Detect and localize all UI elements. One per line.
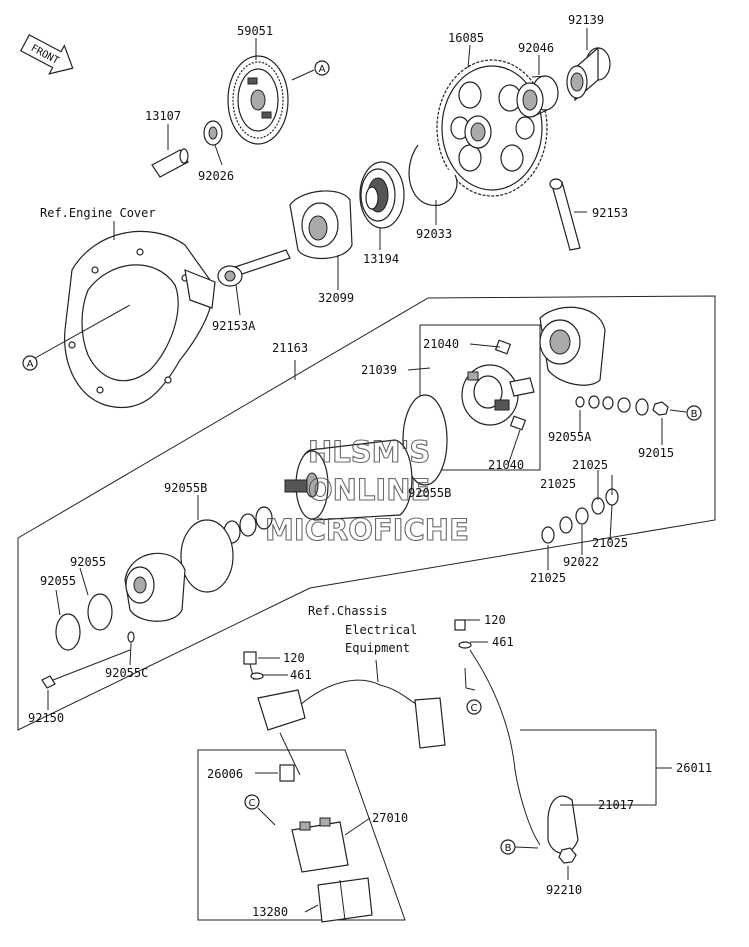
label-21025-c: 21025 <box>592 536 628 550</box>
label-16085: 16085 <box>448 31 484 45</box>
o-ring-92055b-right <box>402 394 448 486</box>
callout-c-cable-label: C <box>471 703 478 714</box>
o-ring-92055-b <box>55 613 81 651</box>
starter-cable-harness <box>257 659 446 749</box>
label-92033: 92033 <box>416 227 452 241</box>
o-ring-92055c <box>127 631 135 643</box>
relay-cover-13280 <box>317 877 373 923</box>
shaft-13107 <box>151 148 189 178</box>
label-92046: 92046 <box>518 41 554 55</box>
starter-front-housing <box>124 552 186 622</box>
starter-end-cover <box>539 306 606 386</box>
brush-21040-bottom <box>509 415 527 431</box>
brush-21040-top <box>494 339 512 355</box>
brush-holder-21039 <box>461 364 535 426</box>
needle-bearing-92046 <box>516 75 559 118</box>
label-120-left: 120 <box>283 651 305 665</box>
bolt-92150 <box>41 649 131 689</box>
label-461-left: 461 <box>290 668 312 682</box>
label-26011: 26011 <box>676 761 712 775</box>
shims-21025 <box>541 488 619 544</box>
callout-b-cable-label: B <box>505 843 512 854</box>
label-59051: 59051 <box>237 24 273 38</box>
washer-461-left <box>250 672 264 680</box>
terminal-washers <box>575 395 669 416</box>
label-92055a: 92055A <box>548 430 592 444</box>
battery-cable-26011 <box>454 619 541 846</box>
label-21040-bottom: 21040 <box>488 458 524 472</box>
nut-92210 <box>558 847 577 864</box>
watermark-line-1: HLSM'S <box>308 435 430 469</box>
label-21025-b: 21025 <box>540 477 576 491</box>
label-13107: 13107 <box>145 109 181 123</box>
label-461-right: 461 <box>492 635 514 649</box>
label-32099: 32099 <box>318 291 354 305</box>
callout-b-right <box>686 405 702 421</box>
ref-chassis-line3: Equipment <box>345 641 410 655</box>
label-120-right: 120 <box>484 613 506 627</box>
o-ring-92055-a <box>87 593 113 631</box>
label-92055-a: 92055 <box>70 555 106 569</box>
starter-motor-assembly-outline <box>17 295 716 731</box>
o-ring-92055b-left <box>180 519 234 593</box>
label-92139: 92139 <box>568 13 604 27</box>
bushing-92026 <box>203 120 223 146</box>
relay-cap-26006 <box>279 764 295 782</box>
terminal-cap-21017 <box>547 795 579 854</box>
watermark: HLSM'S ONLINE MICROFICHE <box>264 434 469 547</box>
label-92210: 92210 <box>546 883 582 897</box>
starter-relay-subframe <box>197 749 406 921</box>
callout-a-left-label: A <box>27 359 34 370</box>
label-21040-top: 21040 <box>423 337 459 351</box>
sleeve-92139 <box>566 46 611 102</box>
label-92055-b: 92055 <box>40 574 76 588</box>
label-92026: 92026 <box>198 169 234 183</box>
callout-a-top-label: A <box>319 64 326 75</box>
starter-motor-body <box>284 439 413 521</box>
ref-engine-cover: Ref.Engine Cover <box>40 206 156 220</box>
label-13194: 13194 <box>363 252 399 266</box>
label-92022: 92022 <box>563 555 599 569</box>
leader-lines <box>47 28 663 710</box>
engine-cover <box>63 230 216 409</box>
front-arrow: FRONT <box>20 34 74 75</box>
bolt-92153 <box>549 178 581 251</box>
label-92015: 92015 <box>638 446 674 460</box>
label-26006: 26006 <box>207 767 243 781</box>
bolt-92153a <box>217 249 291 287</box>
starter-relay-27010 <box>291 817 349 873</box>
ref-chassis-line2: Electrical <box>345 623 417 637</box>
label-92153: 92153 <box>592 206 628 220</box>
label-21025-a: 21025 <box>572 458 608 472</box>
watermark-line-3: MICROFICHE <box>265 513 469 547</box>
ref-chassis-line1: Ref.Chassis <box>308 604 387 618</box>
label-13280: 13280 <box>252 905 288 919</box>
label-21039: 21039 <box>361 363 397 377</box>
label-27010: 27010 <box>372 811 408 825</box>
part-number-labels: 59051 16085 92139 92046 13107 92026 9203… <box>28 13 712 919</box>
label-21025-d: 21025 <box>530 571 566 585</box>
clutch-housing-32099 <box>289 190 353 260</box>
callout-c-relay <box>244 794 260 810</box>
callout-a-left <box>22 355 38 371</box>
label-92055c: 92055C <box>105 666 148 680</box>
label-92153a: 92153A <box>212 319 256 333</box>
callout-c-cable <box>466 699 482 715</box>
label-92055b-right: 92055B <box>408 486 451 500</box>
starter-idle-gear-59051 <box>227 55 289 145</box>
callout-b-right-label: B <box>691 409 698 420</box>
label-21163: 21163 <box>272 341 308 355</box>
one-way-clutch-13194 <box>359 161 405 229</box>
callout-c-relay-label: C <box>249 798 256 809</box>
label-21017: 21017 <box>598 798 634 812</box>
callout-a-top <box>314 60 330 76</box>
watermark-line-2: ONLINE <box>308 473 430 507</box>
label-92055b-left: 92055B <box>164 481 207 495</box>
label-92150: 92150 <box>28 711 64 725</box>
